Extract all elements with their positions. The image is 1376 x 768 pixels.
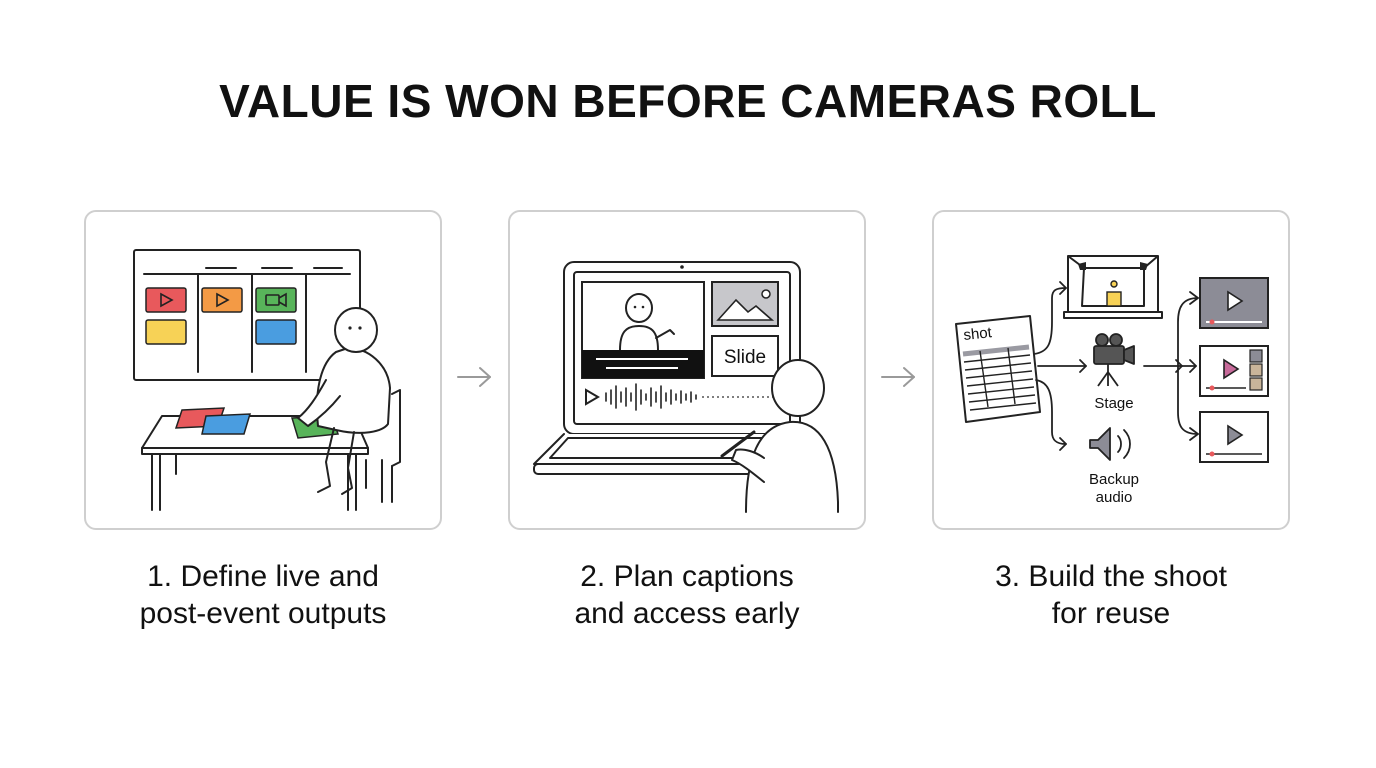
video-card-orange <box>201 287 243 313</box>
paper-blue <box>201 413 252 435</box>
play-icon <box>585 388 600 406</box>
speaker-icon <box>1089 427 1131 461</box>
output-video-gray <box>1199 277 1269 329</box>
video-camera-icon <box>265 292 287 308</box>
person-seated <box>297 307 391 495</box>
step-1-line-2: post-event outputs <box>139 597 387 630</box>
step-1-line-1: 1. Define live and <box>147 560 379 593</box>
speaker-figure <box>619 293 675 351</box>
video-card-red <box>145 287 187 313</box>
branch-arrows <box>1033 281 1199 451</box>
play-icon <box>216 292 230 308</box>
webcam <box>680 265 684 269</box>
audio-waveform <box>605 383 697 411</box>
slide-box <box>711 335 779 377</box>
play-icon <box>160 292 174 308</box>
panel-captions-access: Slide <box>508 210 866 530</box>
whiteboard <box>133 249 361 381</box>
person-writing <box>731 359 839 513</box>
backup-label-line2: audio <box>1096 489 1133 506</box>
spotlight-icon <box>1078 262 1148 270</box>
step-2-line-2: and access early <box>574 597 800 630</box>
step-3-caption: 3. Build the shoot for reuse <box>901 558 1321 632</box>
shot-list <box>955 315 1041 423</box>
stage-label: Stage <box>1094 395 1133 412</box>
note-card-blue <box>255 319 297 345</box>
step-2-caption: 2. Plan captions and access early <box>477 558 897 632</box>
step-1-caption: 1. Define live and post-event outputs <box>53 558 473 632</box>
laptop-captions-illustration: Slide <box>533 261 839 513</box>
eye <box>348 326 352 330</box>
shoot-reuse-illustration: shot <box>955 255 1269 506</box>
pen-icon <box>720 430 756 458</box>
output-video-light <box>1199 411 1269 463</box>
step-2-line-1: 2. Plan captions <box>580 560 794 593</box>
panel-shoot-reuse: shot <box>932 210 1290 530</box>
slide-label: Slide <box>724 347 766 368</box>
camera-card-green <box>255 287 297 313</box>
shot-list-rows <box>962 344 1037 411</box>
backup-label-line1: Backup <box>1089 471 1139 488</box>
note-card-yellow <box>145 319 187 345</box>
image-icon <box>716 298 775 321</box>
chair <box>365 389 401 503</box>
eye <box>358 326 362 330</box>
panel-define-outputs <box>84 210 442 530</box>
step-3-line-2: for reuse <box>1051 597 1171 630</box>
podium-icon <box>1106 280 1122 307</box>
step-3-line-1: 3. Build the shoot <box>995 560 1227 593</box>
shot-list-label: shot <box>963 324 994 344</box>
arrow-right-icon <box>457 367 491 387</box>
caption-bar <box>582 350 704 378</box>
planning-board-illustration <box>133 249 401 511</box>
output-video-multiview <box>1199 345 1269 397</box>
page-title: VALUE IS WON BEFORE CAMERAS ROLL <box>219 75 1157 127</box>
camera-icon <box>1093 333 1135 387</box>
arrow-right-icon <box>881 367 915 387</box>
